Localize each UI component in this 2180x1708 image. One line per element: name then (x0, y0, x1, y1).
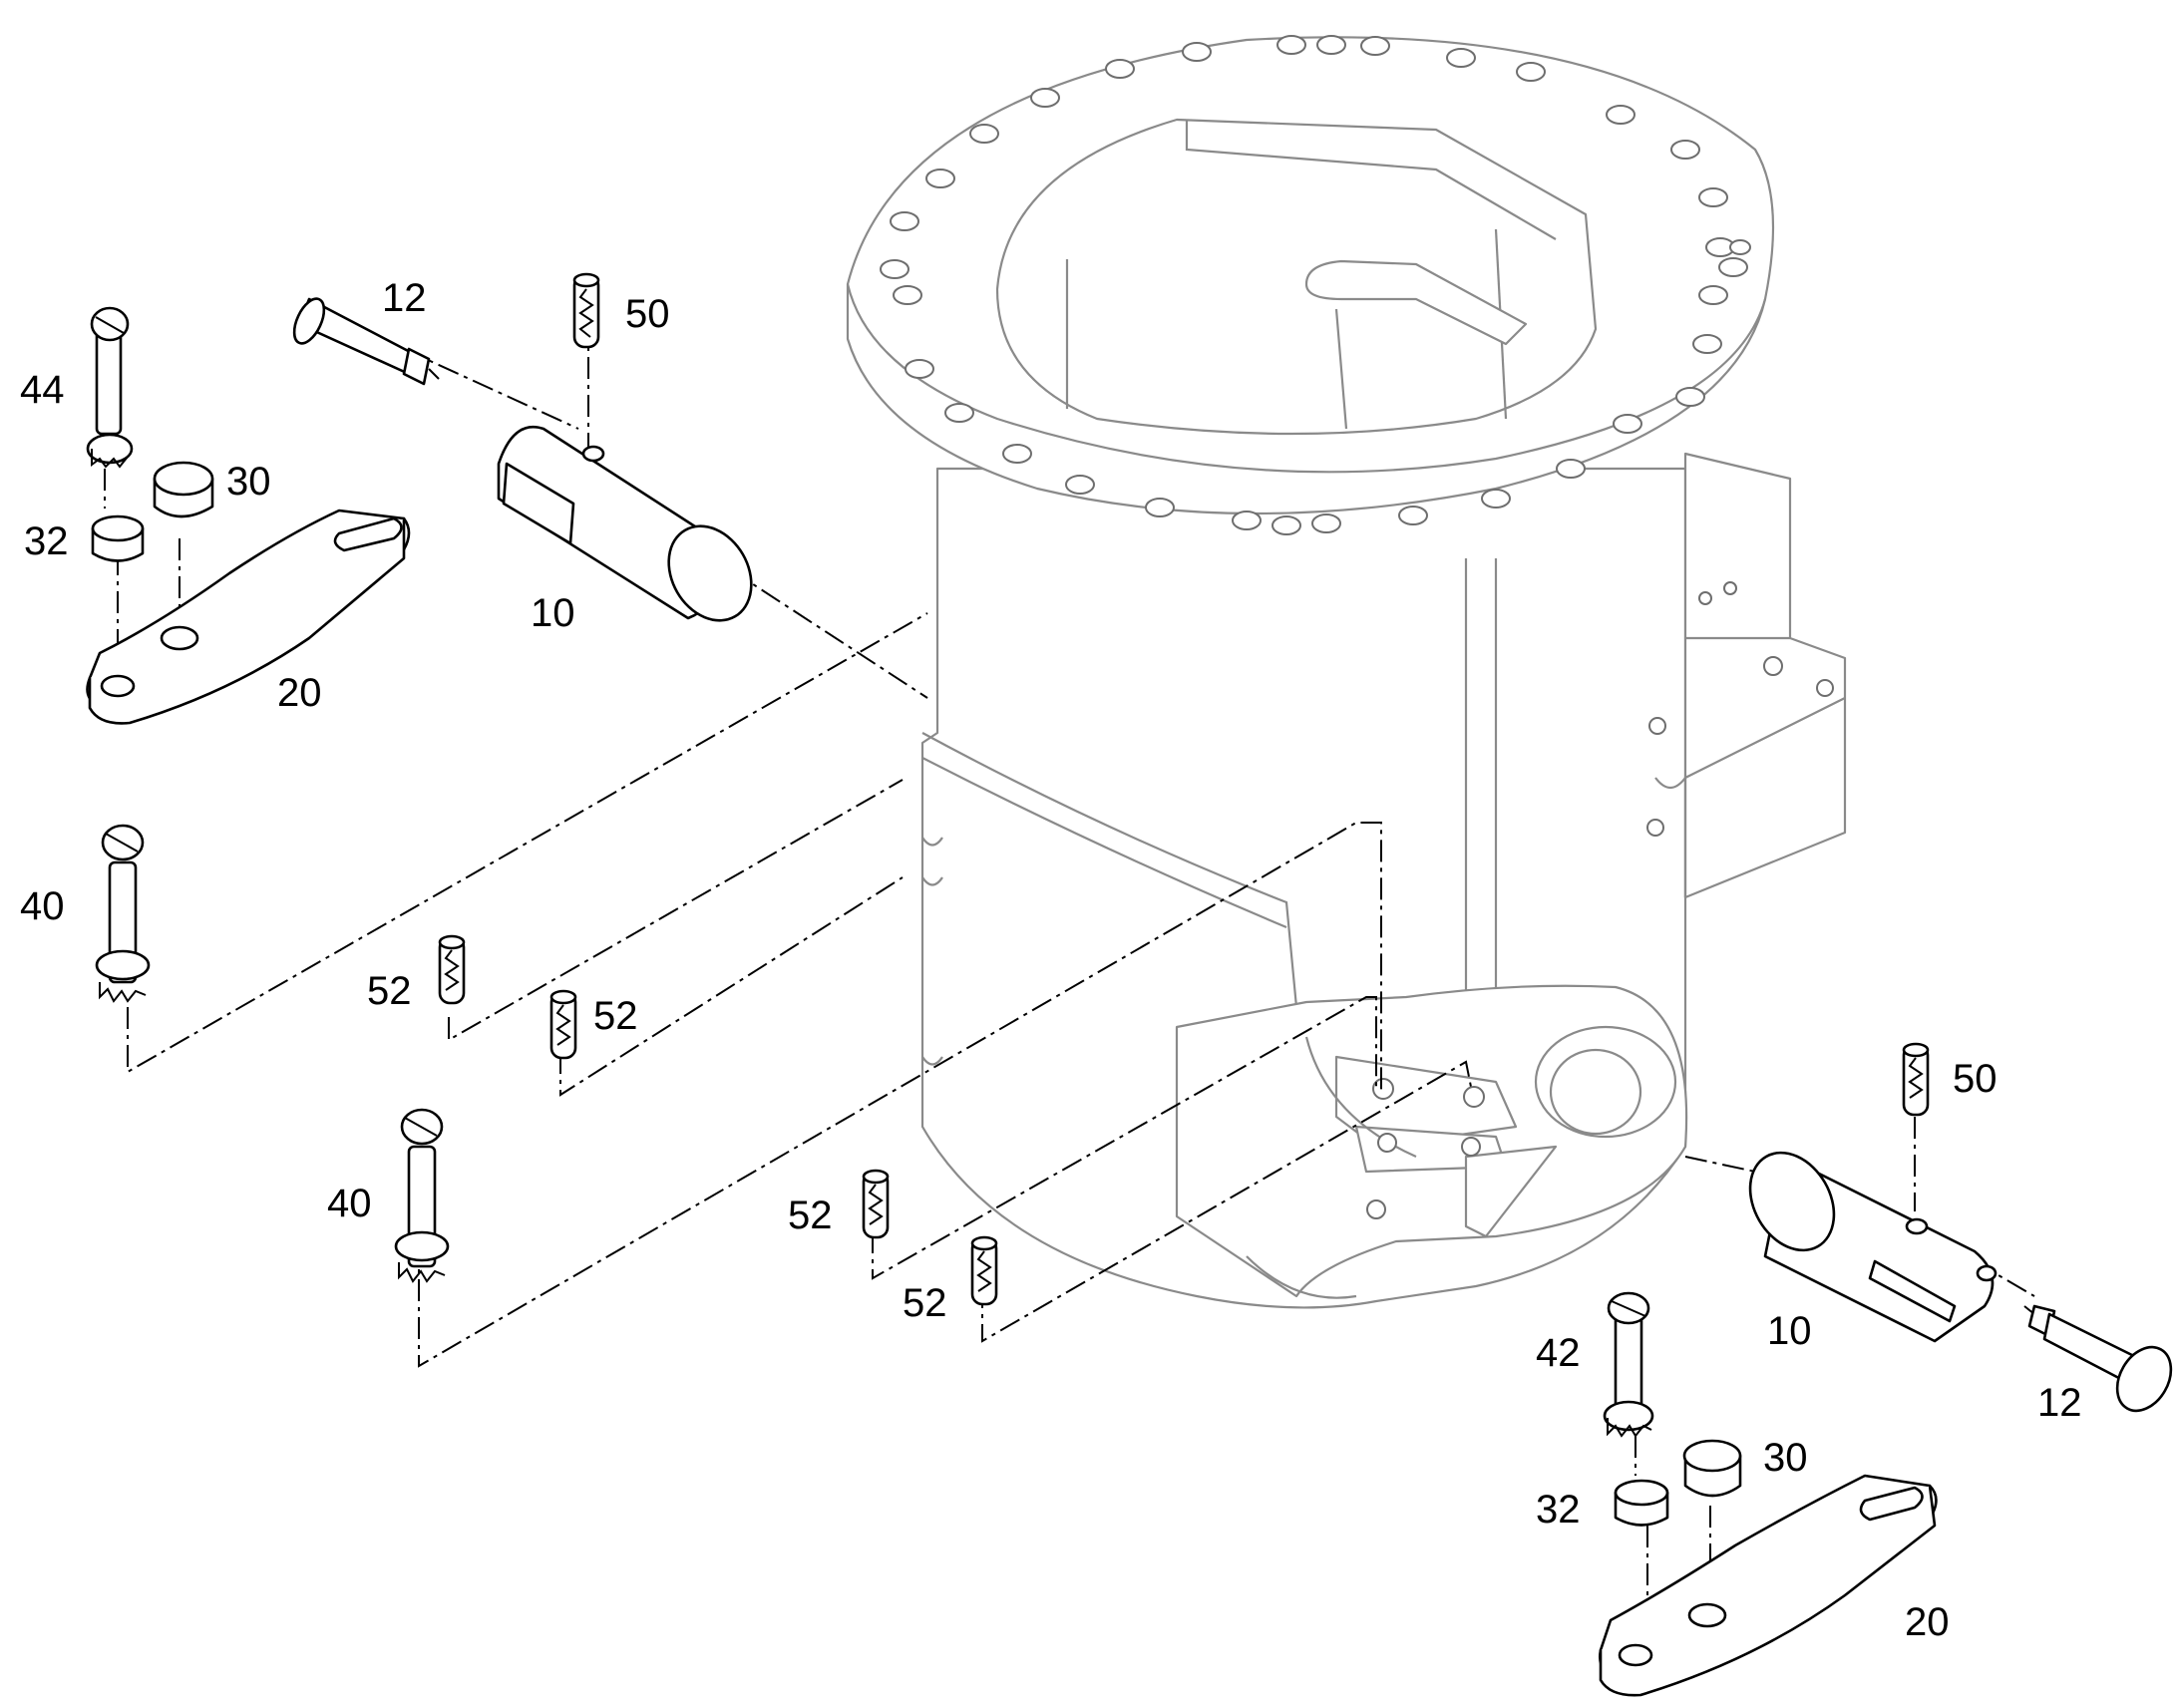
callout-40-lower: 40 (327, 1182, 372, 1225)
callout-44: 44 (20, 368, 65, 412)
spring-pin-52-b (549, 989, 577, 1060)
arm-20-right (1599, 1474, 1938, 1697)
washer-32-left (91, 514, 145, 562)
housing-side-box (1683, 452, 1847, 899)
spring-pin-52-a (438, 934, 466, 1005)
cylinder-10-left (497, 425, 753, 622)
spring-pin-52-d (970, 1235, 998, 1306)
bushing-30-right (1682, 1439, 1742, 1498)
bolt-42 (1603, 1291, 1654, 1438)
pin-12-right (2023, 1304, 2173, 1413)
bolt-44 (86, 306, 134, 469)
bolt-40-upper (95, 824, 151, 1003)
callout-32-left: 32 (24, 519, 69, 563)
callout-10-right: 10 (1767, 1309, 1812, 1353)
flange-bolt-holes (880, 35, 1751, 535)
callout-30-right: 30 (1763, 1436, 1808, 1480)
callout-40-upper: 40 (20, 884, 65, 928)
callout-30-left: 30 (226, 460, 271, 504)
housing (846, 35, 1847, 1309)
callout-labels: 12 50 44 30 32 10 20 40 52 52 40 52 52 5… (20, 276, 2082, 1644)
spring-pin-52-c (862, 1169, 890, 1239)
spring-pin-50-top (572, 272, 600, 349)
callout-52-a: 52 (367, 969, 412, 1013)
callout-52-b: 52 (593, 994, 638, 1038)
callout-50-right: 50 (1953, 1057, 1998, 1101)
callout-20-right: 20 (1905, 1600, 1950, 1644)
callout-10-left: 10 (531, 591, 575, 635)
callout-32-right: 32 (1536, 1488, 1581, 1532)
pin-12-top (292, 297, 440, 386)
callout-42: 42 (1536, 1331, 1581, 1375)
bolt-40-lower (394, 1108, 450, 1283)
callout-20-left: 20 (277, 671, 322, 715)
callout-52-d: 52 (903, 1281, 947, 1325)
flange-opening (995, 118, 1598, 436)
arm-20-left (86, 509, 411, 725)
bushing-30-left (153, 461, 214, 518)
washer-32-right (1614, 1479, 1669, 1527)
callout-52-c: 52 (788, 1194, 833, 1237)
callout-12-right: 12 (2037, 1381, 2082, 1425)
spring-pin-50-right (1902, 1042, 1930, 1117)
callout-12-top: 12 (382, 276, 427, 320)
cylinder-10-right (1748, 1151, 1998, 1343)
callout-50-top: 50 (625, 292, 670, 336)
